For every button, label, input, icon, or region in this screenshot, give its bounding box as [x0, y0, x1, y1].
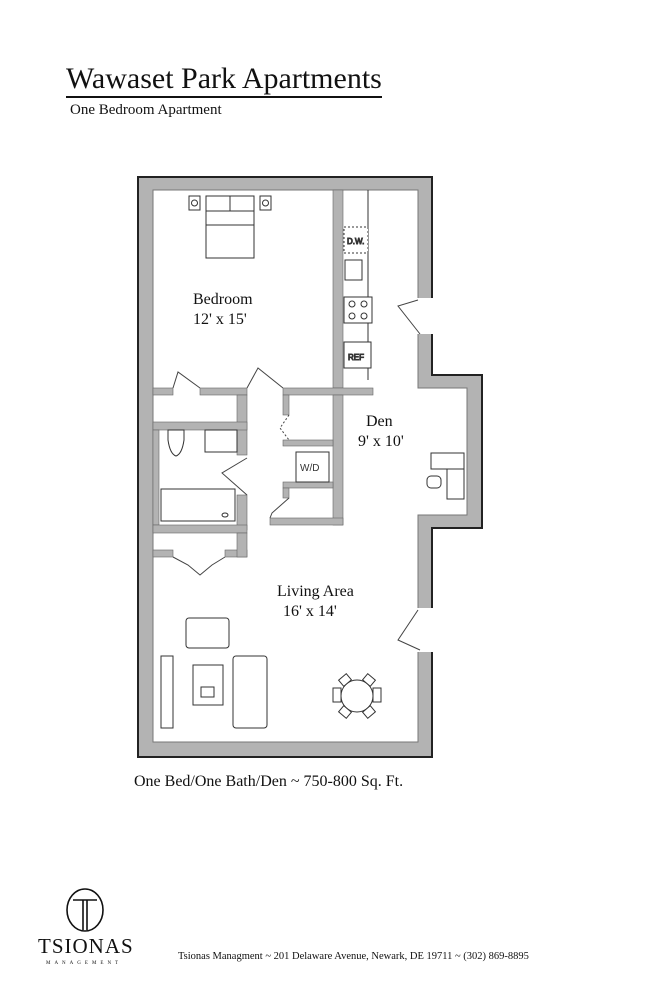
room-name: Living Area	[277, 583, 354, 600]
page-subtitle: One Bedroom Apartment	[70, 102, 222, 118]
stove	[343, 296, 373, 324]
coffee-table	[192, 664, 224, 706]
room-size: 9' x 10'	[358, 433, 404, 450]
room-den: Den 9' x 10'	[358, 412, 404, 452]
kitchen: D.W. REF	[343, 190, 373, 380]
tv-stand	[160, 655, 174, 729]
room-size: 12' x 15'	[193, 311, 247, 328]
armchair	[185, 617, 230, 649]
unit-summary: One Bed/One Bath/Den ~ 750-800 Sq. Ft.	[134, 773, 404, 790]
desk	[426, 452, 465, 500]
closet-door-2	[279, 414, 290, 441]
room-bedroom: Bedroom 12' x 15'	[193, 290, 253, 330]
logo-subtext: MANAGEMENT	[46, 961, 123, 966]
bath-sink	[204, 429, 238, 453]
washer-dryer-label: W/D	[300, 463, 319, 474]
entry-door	[397, 299, 421, 335]
room-name: Bedroom	[193, 291, 253, 308]
interior-walls	[152, 189, 374, 558]
laundry-door	[269, 497, 290, 519]
refrigerator-label: REF	[348, 353, 364, 362]
entry-door-opening	[417, 298, 434, 334]
dishwasher-label: D.W.	[347, 237, 364, 246]
living-closet-door	[172, 556, 226, 576]
bath-door	[221, 457, 248, 496]
room-name: Den	[366, 413, 393, 430]
page-title: Wawaset Park Apartments	[66, 62, 382, 98]
living-furniture	[160, 617, 382, 729]
footer-contact: Tsionas Managment ~ 201 Delaware Avenue,…	[178, 951, 529, 962]
room-size: 16' x 14'	[283, 603, 337, 620]
living-door	[397, 609, 421, 651]
room-living-area: Living Area 16' x 14'	[277, 582, 354, 622]
closet-door	[246, 367, 284, 389]
logo-text: TSIONAS	[38, 934, 134, 958]
toilet	[167, 429, 185, 457]
sofa	[232, 655, 268, 729]
tsionas-logo	[66, 888, 104, 932]
bathroom	[160, 429, 238, 522]
living-door-opening	[417, 608, 434, 652]
washer-dryer	[295, 451, 330, 483]
bed	[188, 195, 272, 259]
refrigerator	[343, 341, 372, 369]
bedroom-door	[172, 371, 201, 389]
sink	[344, 259, 363, 281]
